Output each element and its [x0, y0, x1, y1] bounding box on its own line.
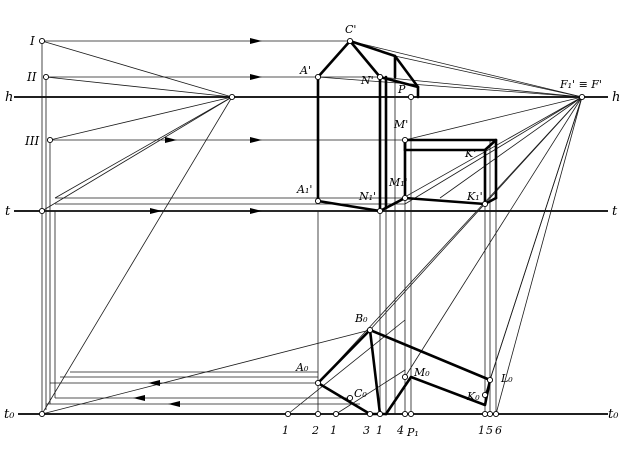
ground-num-3: 3 — [363, 424, 370, 437]
label-t0-right: t₀ — [608, 407, 619, 422]
label-t-right: t — [612, 204, 618, 219]
point-label-P: P — [397, 83, 406, 96]
point-label-N1: N₁' — [358, 190, 376, 203]
ground-num-P1: P₁ — [406, 426, 419, 439]
point-label-F: F₁' ≡ F' — [559, 78, 602, 91]
label-t-left: t — [5, 204, 11, 219]
ground-num-6: 6 — [495, 424, 502, 437]
marker-label-II: II — [26, 70, 37, 84]
rays-to-left-vanishing-point — [41, 40, 233, 415]
point-markers — [38, 37, 586, 418]
point-label-M1: M₁' — [388, 176, 408, 189]
point-label-M: M' — [393, 118, 408, 131]
ground-num-1a: 1 — [282, 424, 289, 437]
point-label-K1: K₁' — [466, 190, 483, 203]
ground-num-1d: 1 — [478, 424, 485, 437]
plan-label-B0: B₀ — [354, 312, 368, 325]
marker-label-I: I — [29, 34, 35, 48]
horizontal-transfer-rays — [42, 40, 405, 212]
ground-num-2: 2 — [311, 424, 319, 437]
point-label-K: K' — [464, 147, 476, 160]
object-outline-plan — [316, 328, 492, 416]
ground-num-1b: 1 — [330, 424, 337, 437]
ground-num-1c: 1 — [376, 424, 383, 437]
ground-num-5: 5 — [486, 424, 493, 437]
plan-label-A0: A₀ — [295, 361, 309, 374]
marker-label-III: III — [24, 134, 39, 148]
point-label-N: N' — [360, 74, 374, 87]
left-vertical-lines — [41, 41, 56, 414]
ground-num-4: 4 — [396, 424, 404, 437]
plan-label-M0: M₀ — [413, 366, 430, 379]
plan-label-K0: K₀ — [466, 390, 480, 403]
label-t0-left: t₀ — [4, 407, 15, 422]
plan-label-L0: L₀ — [500, 372, 513, 385]
plan-label-C0: C₀ — [354, 387, 367, 400]
ray-arrows — [150, 38, 262, 214]
label-h-left: h — [5, 90, 13, 105]
label-h-right: h — [612, 90, 620, 105]
plan-arrows — [133, 380, 180, 407]
vertical-projection-lines — [317, 56, 497, 414]
point-label-A: A' — [299, 64, 311, 77]
point-label-C: C' — [345, 23, 356, 36]
point-label-A1: A₁' — [296, 183, 312, 196]
